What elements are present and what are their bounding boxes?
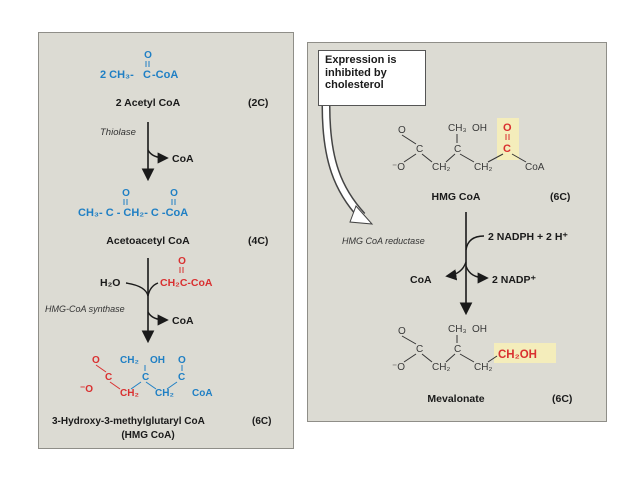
svg-text:C: C [416, 344, 423, 355]
mev-ch2-b: CH₂ [474, 362, 492, 373]
svg-text:O: O [170, 188, 178, 199]
hmg-coa-structure-left: CH₂ OH O O C C C ⁻O CH₂ CH₂ CoA [80, 355, 213, 399]
acetyl-coa-formula-suffix: -CoA [152, 69, 178, 81]
svg-text:C: C [142, 372, 149, 383]
cholesterol-inhibition-callout: Expression is inhibited by cholesterol [318, 50, 426, 106]
hmg-coa-structure-right: CH₃ OH O O C C C ⁻O CH₂ CH₂ CoA [392, 122, 545, 173]
acetyl-coa-formula-prefix: 2 CH₃- [100, 69, 134, 81]
mev-ch2-a: CH₂ [432, 362, 450, 373]
mev-ch3: CH₃ [448, 324, 467, 335]
svg-text:O: O [178, 256, 186, 267]
acetoacetyl-coa-formula: CH₃- C - CH₂- C -CoA [78, 207, 188, 219]
thiolase-coa-product: CoA [172, 153, 194, 165]
acetoacetyl-coa-structure: O O CH₃- C - CH₂- C -CoA [78, 188, 188, 219]
svg-text:O: O [503, 122, 512, 134]
svg-text:O: O [144, 50, 152, 61]
ch2oh-highlight [494, 343, 556, 363]
nadph-input: 2 NADPH + 2 H⁺ [488, 231, 568, 243]
svg-text:⁻O: ⁻O [392, 362, 405, 373]
acetyl-coa-carbons: (2C) [248, 97, 268, 109]
svg-text:⁻O: ⁻O [392, 162, 405, 173]
svg-text:⁻O: ⁻O [80, 384, 93, 395]
hmg-left-oh: OH [150, 355, 165, 366]
acetoacetyl-coa-carbons: (4C) [248, 235, 268, 247]
svg-text:O: O [398, 125, 406, 136]
hmg-coa-right-label: HMG CoA [432, 191, 481, 203]
thiolase-enzyme: Thiolase [100, 127, 136, 138]
svg-text:O: O [92, 355, 100, 366]
hmg-left-ch2-top: CH₂ [120, 355, 139, 366]
mevalonate-label: Mevalonate [427, 393, 484, 405]
svg-text:O: O [398, 326, 406, 337]
acetyl-coa-label: 2 Acetyl CoA [116, 97, 181, 109]
synthase-enzyme: HMG-CoA synthase [45, 304, 125, 314]
svg-text:O: O [122, 188, 130, 199]
svg-text:C: C [503, 143, 511, 155]
svg-text:C: C [178, 372, 185, 383]
reductase-coa-product: CoA [410, 274, 432, 286]
acetoacetyl-coa-label: Acetoacetyl CoA [106, 235, 190, 247]
svg-text:C: C [105, 372, 112, 383]
acetyl-group-added: CH₂C-CoA [160, 277, 213, 289]
hmg-right-ch2-b: CH₂ [474, 162, 492, 173]
hmg-right-oh: OH [472, 123, 487, 134]
reductase-enzyme: HMG CoA reductase [342, 236, 425, 246]
hmg-left-coa: CoA [192, 388, 213, 399]
callout-line-3: cholesterol [325, 79, 384, 91]
mevalonate-carbons: (6C) [552, 393, 572, 405]
svg-text:C: C [416, 144, 423, 155]
hmg-left-ch2-red: CH₂ [120, 388, 139, 399]
hmg-coa-right-carbons: (6C) [550, 191, 570, 203]
hmg-coa-full-name: 3-Hydroxy-3-methylglutaryl CoA [52, 416, 205, 427]
mevalonate-structure: CH₃ OH O C C ⁻O CH₂ CH₂ CH₂OH [392, 324, 537, 373]
callout-line-1: Expression is [325, 54, 397, 66]
hmg-left-ch2-blue: CH₂ [155, 388, 174, 399]
acetyl-coa-to-hmg-coa-panel [38, 32, 294, 449]
mev-ch2oh: CH₂OH [498, 349, 537, 361]
hmg-right-ch3: CH₃ [448, 123, 467, 134]
svg-text:C: C [143, 69, 151, 81]
hmg-coa-abbrev: (HMG CoA) [121, 430, 174, 441]
hmg-coa-left-carbons: (6C) [252, 416, 271, 427]
svg-text:O: O [178, 355, 186, 366]
carbonyl-highlight [497, 118, 519, 160]
callout-line-2: inhibited by [325, 66, 387, 79]
hmg-right-coa: CoA [525, 162, 545, 173]
mev-oh: OH [472, 324, 487, 335]
synthase-coa-product: CoA [172, 315, 194, 327]
hmg-right-ch2-a: CH₂ [432, 162, 450, 173]
svg-text:C: C [454, 344, 461, 355]
water-reactant: H₂O [100, 277, 120, 289]
acetyl-coa-structure: O 2 CH₃- C -CoA [100, 50, 178, 81]
svg-text:C: C [454, 144, 461, 155]
nadp-output: 2 NADP⁺ [492, 274, 537, 286]
